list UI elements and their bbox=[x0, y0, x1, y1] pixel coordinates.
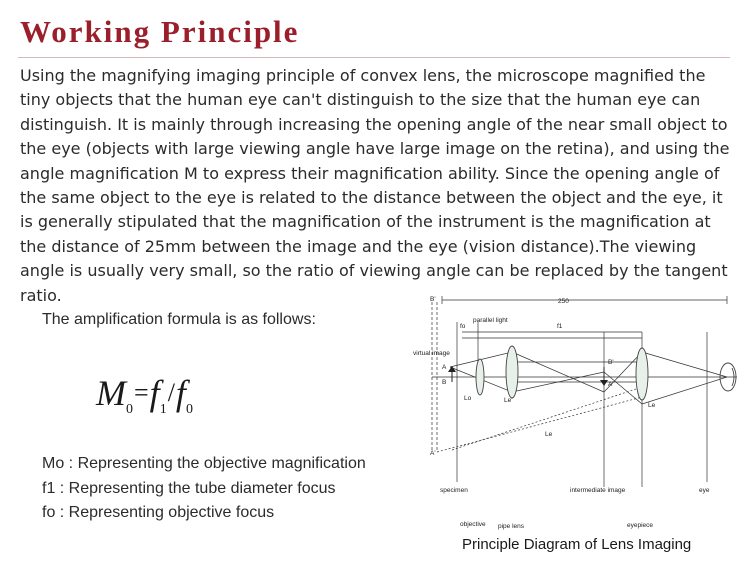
diagram-caption: Principle Diagram of Lens Imaging bbox=[462, 536, 692, 553]
label-b-prime: B' bbox=[608, 359, 614, 366]
page-title: Working Principle bbox=[20, 14, 300, 49]
formula-slash: / bbox=[167, 378, 175, 407]
formula-f1-sub: 1 bbox=[159, 402, 167, 417]
label-b-prime-top: B' bbox=[430, 296, 436, 303]
label-le-right: Le bbox=[648, 402, 656, 409]
intro-paragraph: Using the magnifying imaging principle o… bbox=[20, 66, 730, 305]
label-eye: eye bbox=[699, 487, 710, 494]
label-pipe-lens: pipe lens bbox=[498, 523, 525, 530]
label-a-prime: A' bbox=[608, 381, 614, 388]
label-le-mid: Le bbox=[545, 431, 553, 438]
lens-imaging-diagram: B' 250 parallel light fo f1 virtual imag… bbox=[413, 296, 737, 530]
magnification-formula: M0=f1/f0 bbox=[96, 372, 193, 418]
title-divider bbox=[18, 57, 730, 58]
label-eyepiece: eyepiece bbox=[627, 522, 653, 529]
label-lo: Lo bbox=[464, 395, 472, 402]
formula-equals: = bbox=[134, 378, 149, 407]
definition-fo: fo : Representing objective focus bbox=[42, 504, 275, 521]
label-objective: objective bbox=[460, 521, 486, 528]
label-distance: 250 bbox=[558, 298, 569, 305]
formula-m: M bbox=[96, 373, 126, 413]
label-virtual-image: virtual image bbox=[413, 350, 450, 357]
label-f1: f1 bbox=[557, 323, 563, 330]
label-fo: fo bbox=[460, 323, 466, 330]
label-b-point: B bbox=[442, 379, 446, 386]
formula-f0: f bbox=[175, 373, 186, 413]
definition-mo: Mo : Representing the objective magnific… bbox=[42, 455, 366, 472]
formula-m-sub: 0 bbox=[126, 402, 133, 417]
formula-label: The amplification formula is as follows: bbox=[42, 311, 316, 328]
definition-f1: f1 : Representing the tube diameter focu… bbox=[42, 479, 336, 497]
label-specimen: specimen bbox=[440, 487, 468, 494]
label-a-point: A bbox=[442, 364, 447, 371]
formula-definitions: Mo : Representing the objective magnific… bbox=[42, 452, 366, 526]
formula-f1: f bbox=[149, 373, 160, 413]
label-a-prime-bottom: A' bbox=[430, 450, 436, 457]
label-intermediate-image: intermediate image bbox=[570, 487, 626, 494]
label-parallel-light: parallel light bbox=[473, 317, 508, 324]
label-le-prime: Le' bbox=[504, 397, 512, 404]
formula-f0-sub: 0 bbox=[185, 402, 193, 417]
